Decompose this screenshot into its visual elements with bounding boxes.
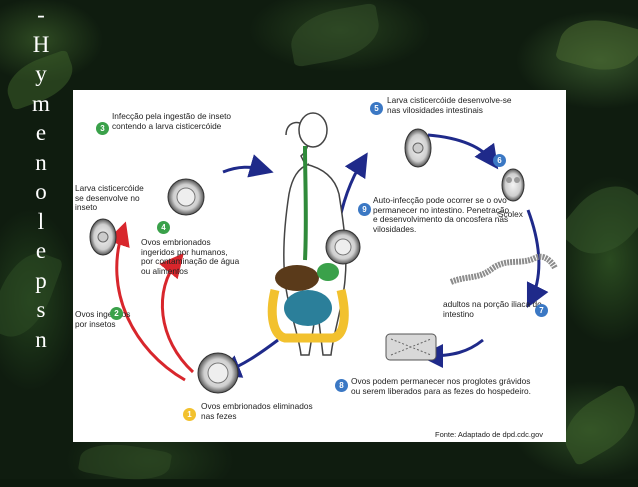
title-char: n xyxy=(35,149,47,175)
step-number-2: 2 xyxy=(110,307,123,320)
arrow-navy-to-body xyxy=(222,154,274,178)
arrow-red-left-outer xyxy=(106,221,186,382)
arrow-navy-right-down xyxy=(526,209,549,309)
title-char: y xyxy=(35,61,47,86)
stomach xyxy=(317,263,339,281)
diagram-graphics xyxy=(89,112,558,394)
step-8-label: Ovos podem permanecer nos proglotes gráv… xyxy=(351,376,531,396)
step-number-7: 7 xyxy=(535,304,548,317)
step-1-label: Ovos embrionados eliminados nas fezes xyxy=(201,401,313,421)
egg-center-right xyxy=(325,229,361,265)
liver xyxy=(275,265,319,291)
step-number-6: 6 xyxy=(493,154,506,167)
egg-top-left xyxy=(167,178,205,216)
title-char: p xyxy=(35,267,47,293)
step-number-9: 9 xyxy=(358,203,371,216)
egg-bottom xyxy=(197,352,239,394)
step-4-label: Ovos embrionados ingeridos por humanos, … xyxy=(141,237,240,276)
step-2-label: Ovos ingeridos por insetos xyxy=(75,309,131,329)
large-intestine xyxy=(267,288,349,343)
step-number-3: 3 xyxy=(96,122,109,135)
arrow-navy-top-right xyxy=(427,133,499,170)
slide-title-vertical: - H y m e n o l e p s n xyxy=(30,0,52,354)
arrow-red-left-inner xyxy=(159,253,195,374)
adult-worm xyxy=(449,253,558,285)
step-3-label: Infecção pela ingestão de inseto contend… xyxy=(112,111,232,131)
human-head xyxy=(298,112,328,148)
title-char: s xyxy=(36,297,46,322)
title-char: e xyxy=(35,238,47,263)
step-9-label: Auto-infecção pode ocorrer se o ovo perm… xyxy=(373,195,510,234)
step-number-5: 5 xyxy=(370,102,383,115)
step-5-label: Larva cisticercóide desenvolve-se nas vi… xyxy=(387,95,512,115)
title-char: - xyxy=(37,2,45,27)
step-7-label: adultos na porção iliaca do intestino xyxy=(443,299,542,319)
title-char: n xyxy=(35,326,47,352)
source-credit: Fonte: Adaptado de dpd.cdc.gov xyxy=(435,430,543,439)
scolex xyxy=(501,168,525,202)
title-char: l xyxy=(37,208,45,234)
step-number-4: 4 xyxy=(157,221,170,234)
title-char: e xyxy=(35,120,47,145)
larva-in-insect-label: Larva cisticercóide se desenvolve no ins… xyxy=(75,183,144,213)
title-char: H xyxy=(32,31,50,57)
title-char: m xyxy=(32,90,50,116)
step-number-1: 1 xyxy=(183,408,196,421)
larva-top-right xyxy=(404,128,432,168)
step-number-8: 8 xyxy=(335,379,348,392)
egg-larva-left xyxy=(89,218,117,256)
scolex-label: Scolex xyxy=(498,209,523,219)
esophagus xyxy=(303,145,308,261)
life-cycle-diagram: 3 Infecção pela ingestão de inseto conte… xyxy=(73,90,566,442)
title-char: o xyxy=(35,179,47,204)
small-intestine xyxy=(284,290,332,326)
